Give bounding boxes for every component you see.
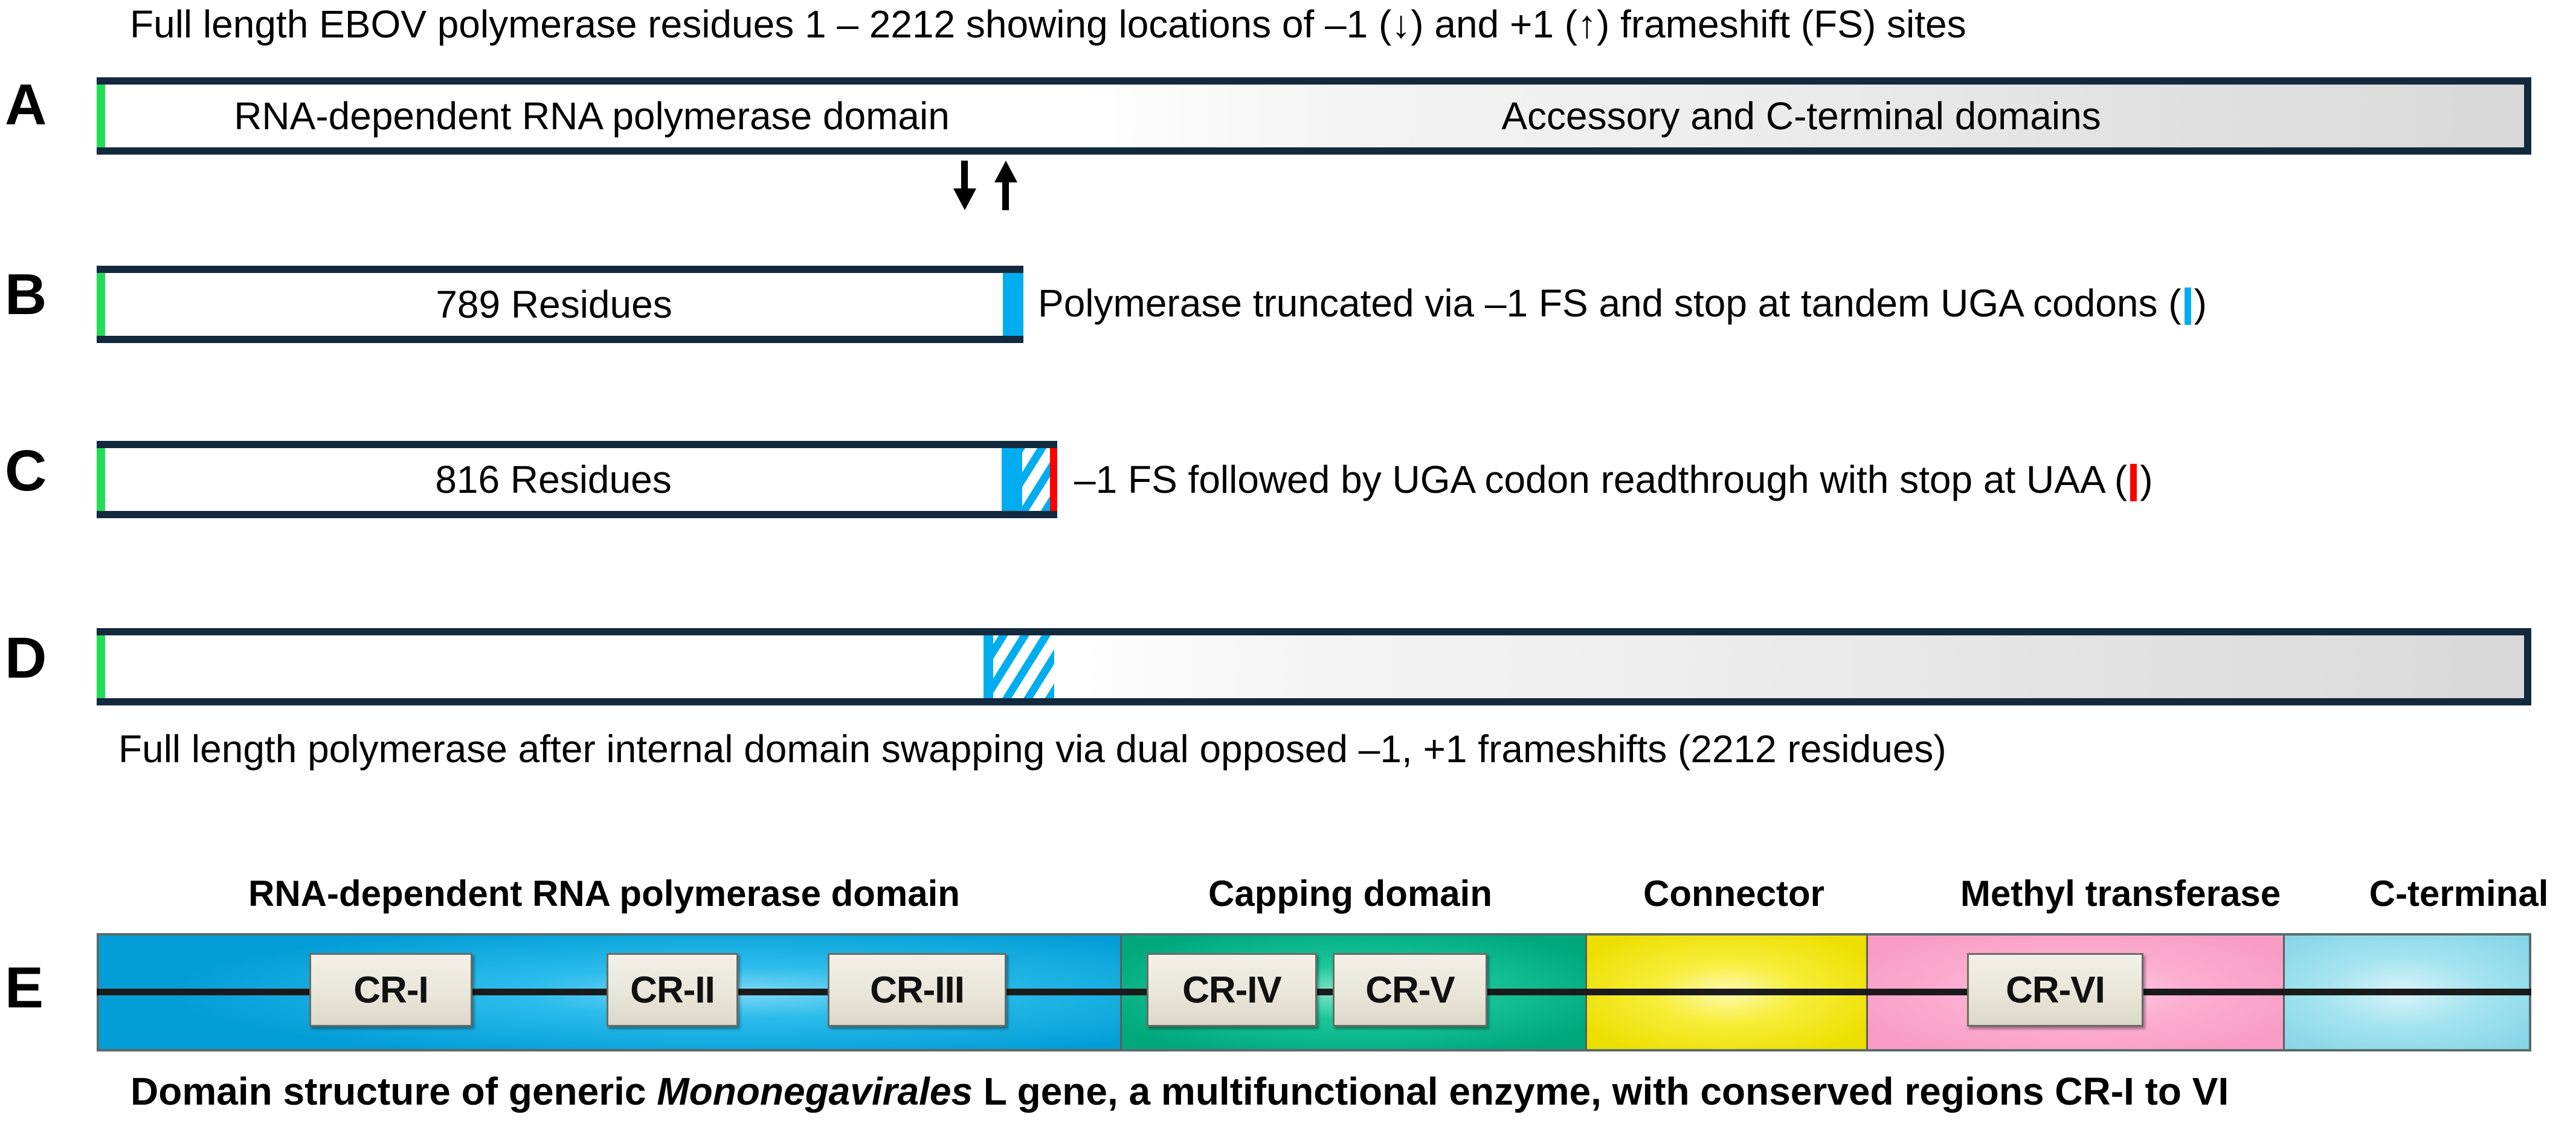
panel-e-caption-pre: Domain structure of generic <box>130 1070 657 1113</box>
panel-c-stop-marker <box>1050 448 1057 511</box>
panel-b-residue-label: 789 Residues <box>436 283 672 326</box>
panel-b-caption-text: Polymerase truncated via –1 FS and stop … <box>1038 281 2182 325</box>
panel-letter-d: D <box>5 626 47 690</box>
panel-b-caption: Polymerase truncated via –1 FS and stop … <box>1038 284 2207 325</box>
conserved-region-cr-i: CR-I <box>309 953 472 1027</box>
panel-d-swap-marker <box>984 635 993 698</box>
panel-d-start-marker <box>97 635 105 698</box>
panel-a-rdrp-segment <box>97 85 1078 147</box>
panel-b-stop-marker <box>1003 273 1023 336</box>
panel-a-bar: RNA-dependent RNA polymerase domain Acce… <box>97 77 2531 155</box>
stop-codon-red-tick-icon <box>2130 464 2137 501</box>
panel-a-start-marker <box>97 85 105 147</box>
panel-d-accessory-segment <box>1054 635 2524 698</box>
plus-1-frameshift-arrow <box>994 161 1017 210</box>
panel-c-caption-close: ) <box>2140 458 2153 501</box>
panel-b-start-marker <box>97 273 105 336</box>
panel-b-bar: 789 Residues <box>97 266 1023 343</box>
panel-letter-a: A <box>5 72 47 137</box>
panel-a-end-border <box>2524 85 2531 147</box>
panel-letter-c: C <box>5 438 47 503</box>
panel-c-caption: –1 FS followed by UGA codon readthrough … <box>1074 460 2153 501</box>
panel-e-label-methyl-transferase: Methyl transferase <box>1960 873 2281 914</box>
panel-a-accessory-segment <box>1078 85 2524 147</box>
panel-d-bar <box>97 628 2531 705</box>
panel-e-caption: Domain structure of generic Mononegavira… <box>130 1072 2229 1111</box>
minus-1-frameshift-arrow <box>953 161 976 210</box>
figure-title: Full length EBOV polymerase residues 1 –… <box>130 2 1966 46</box>
panel-c-caption-text: –1 FS followed by UGA codon readthrough … <box>1074 458 2128 501</box>
stop-codon-cyan-tick-icon <box>2184 287 2191 325</box>
panel-e-label-rdrp: RNA-dependent RNA polymerase domain <box>248 873 960 914</box>
panel-b-caption-close: ) <box>2194 281 2207 325</box>
panel-d-end-border <box>2524 635 2531 698</box>
panel-letter-e: E <box>5 955 44 1020</box>
panel-e-caption-italic: Mononegavirales <box>657 1070 973 1113</box>
panel-e-label-connector: Connector <box>1643 873 1824 914</box>
conserved-region-cr-vi: CR-VI <box>1967 953 2143 1027</box>
panel-d-caption: Full length polymerase after internal do… <box>118 727 1946 771</box>
panel-e-caption-post: L gene, a multifunctional enzyme, with c… <box>973 1070 2229 1113</box>
panel-a-right-domain-label: Accessory and C-terminal domains <box>1501 94 2101 138</box>
panel-e-label-c-terminal: C-terminal <box>2369 873 2549 914</box>
panel-letter-b: B <box>5 262 47 327</box>
conserved-region-cr-iii: CR-III <box>828 953 1006 1027</box>
conserved-region-cr-ii: CR-II <box>607 953 738 1027</box>
panel-c-start-marker <box>97 448 105 511</box>
panel-a-left-domain-label: RNA-dependent RNA polymerase domain <box>234 94 950 138</box>
panel-c-residue-label: 816 Residues <box>435 458 672 501</box>
panel-c-readthrough-marker <box>1002 448 1022 511</box>
panel-d-rdrp-segment <box>97 635 991 698</box>
conserved-region-cr-iv: CR-IV <box>1147 953 1317 1027</box>
panel-c-bar: 816 Residues <box>97 441 1057 518</box>
panel-e-label-capping: Capping domain <box>1208 873 1492 914</box>
panel-c-readthrough-hatch <box>1022 448 1050 511</box>
panel-d-swap-hatch <box>993 635 1054 698</box>
conserved-region-cr-v: CR-V <box>1333 953 1487 1027</box>
